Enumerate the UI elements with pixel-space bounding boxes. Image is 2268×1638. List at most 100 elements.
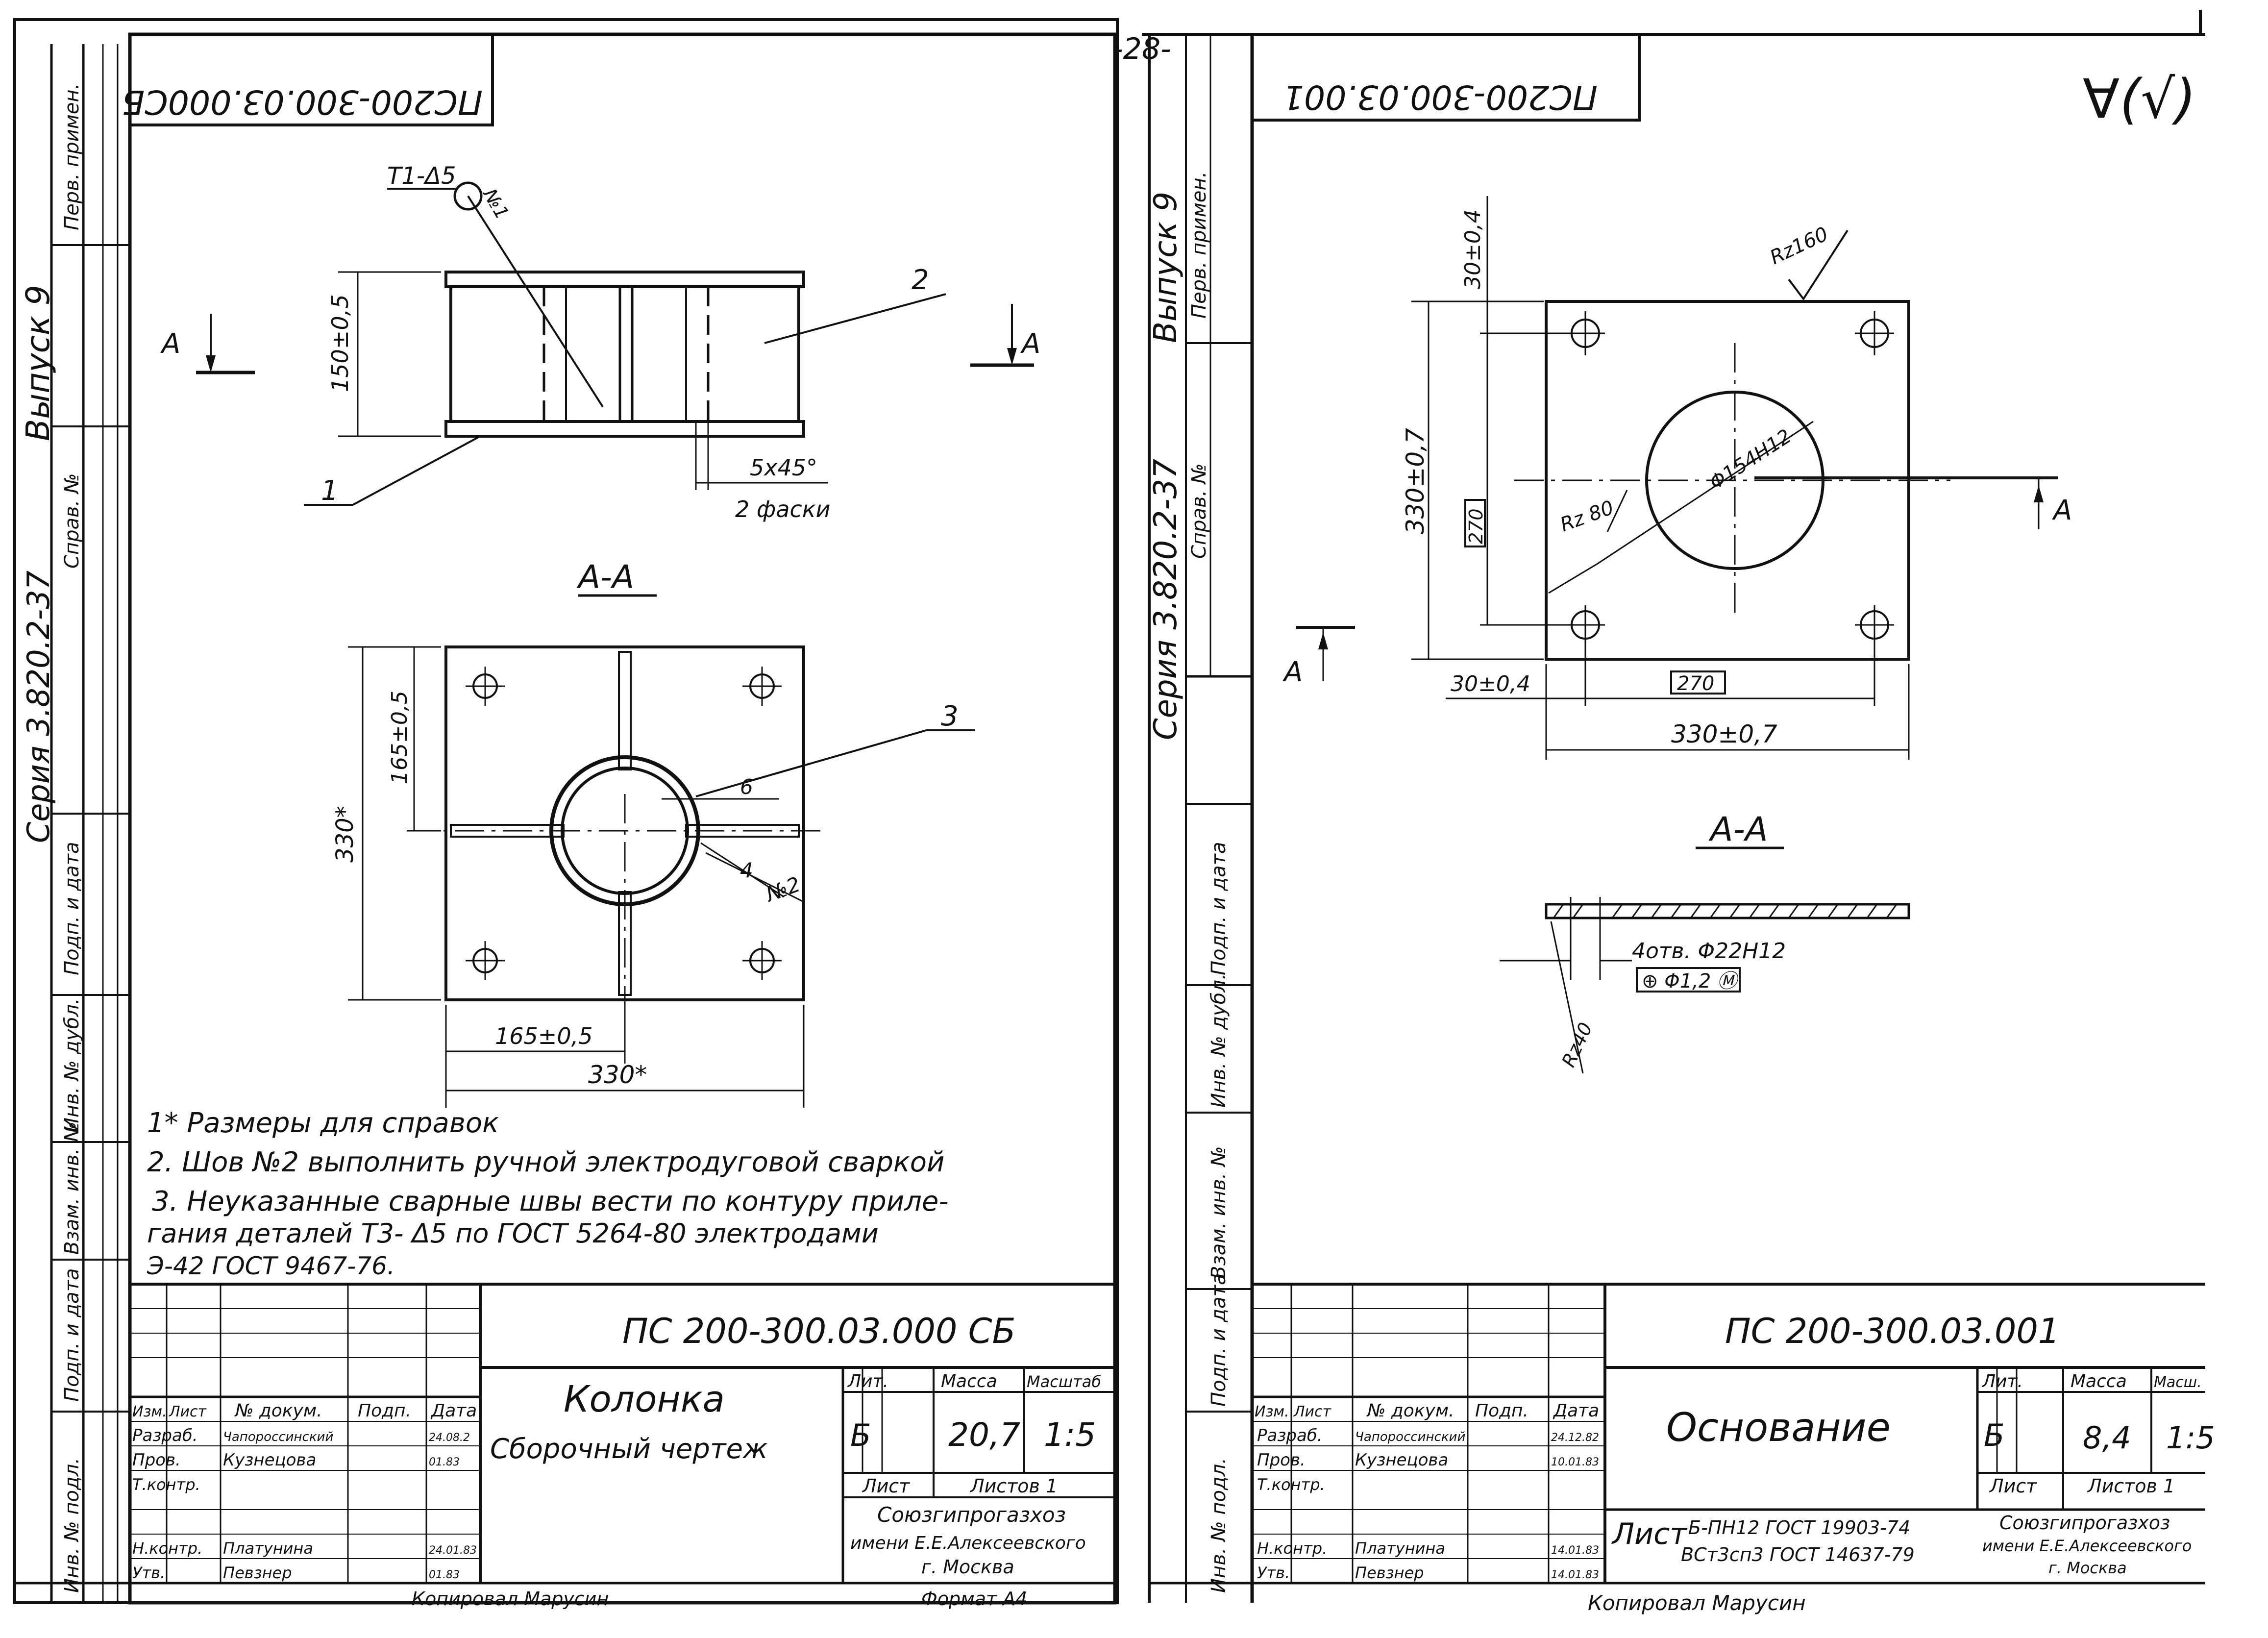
right-col-izm: Изм. [1255,1403,1289,1420]
right-copied-by: Копировал Марусин [1588,1591,1806,1615]
section-mark-a-left: А [160,328,180,360]
note-2: 2. Шов №2 выполнить ручной электродугово… [147,1146,944,1178]
right-scale-value: 1:5 [2166,1420,2215,1456]
left-row-role-0: Разраб. [132,1426,198,1445]
dim-width: 330±0,7 [1671,720,1777,748]
left-inv-orig-label: Инв. № подл. [61,1458,83,1593]
right-row-name-0: Чапороссинский [1355,1430,1465,1444]
rz-top: Rz160 [1767,223,1832,269]
left-doc-type: Сборочный чертеж [490,1433,767,1465]
left-issue-label: Выпуск 9 [19,285,57,441]
right-mass-label: Масса [2071,1371,2127,1391]
left-col-izm: Изм. [132,1403,167,1420]
weld-symbol-t1: Т1-Δ5 [387,162,456,190]
right-col-sign: Подп. [1475,1401,1528,1421]
left-lit-label: Лит. [847,1371,888,1391]
right-sign-date2-label: Подп. и дата [1208,1273,1230,1407]
left-row-date-4: 24.01.83 [429,1544,477,1557]
right-col-list: Лист [1293,1403,1332,1420]
assembly-section-view: 3 6 4 №2 165±0,5 330* 165±0,5 330* [331,645,975,1108]
callout-part-3: 3 [941,700,959,732]
rz-bottom: Rz40 [1557,1019,1597,1070]
callout-part-1: 1 [321,475,339,507]
dim-left-offset: 30±0,4 [1451,671,1530,696]
right-row-role-4: Утв. [1257,1564,1290,1582]
right-mass-value: 8,4 [2083,1420,2131,1456]
left-col-doc: № докум. [234,1401,322,1421]
left-sign-date2-label: Подп. и дата [61,1268,83,1402]
assembly-front-view: 150±0,5 Т1-Δ5 №1 2 1 А А [160,162,1040,522]
right-replace-inv-label: Взам. инв. № [1208,1146,1230,1279]
dim-full-v-330: 330* [331,806,359,863]
right-designation: ПС 200-300.03.001 [1725,1311,2060,1351]
right-row-name-4: Певзнер [1355,1564,1424,1582]
right-material-2: ВСт3сп3 ГОСТ 14637-79 [1681,1544,1915,1565]
left-row-role-5: Утв. [132,1564,165,1582]
left-row-role-4: Н.контр. [132,1539,202,1558]
note-3b: гания деталей Т3- Δ5 по ГОСТ 5264-80 эле… [147,1218,879,1249]
left-row-role-2: Т.контр. [132,1475,200,1494]
callout-weld-2: №2 [762,872,804,907]
note-3c: Э-42 ГОСТ 9467-76. [147,1252,395,1280]
right-row-role-2: Т.контр. [1257,1475,1325,1494]
right-ref-no-label: Справ. № [1188,463,1210,559]
right-title-block: Изм. Лист № докум. Подп. Дата Разраб. Ча… [1149,1283,2215,1615]
dim-half-v-165: 165±0,5 [387,691,412,784]
right-org-1: Союзгипрогазхоз [1999,1512,2170,1534]
right-org-3: г. Москва [2048,1559,2127,1577]
dim-inner-v: 270 [1465,508,1487,544]
left-replace-inv-label: Взам. инв. № [61,1121,83,1255]
dim-half-h-165: 165±0,5 [495,1023,593,1049]
right-row-role-3: Н.контр. [1257,1539,1327,1558]
left-org-2: имени Е.Е.Алексеевского [850,1533,1086,1553]
right-sheet: Выпуск 9 Серия 3.820.2-37 Перв. примен. … [1142,10,2215,1615]
position-tolerance: ⊕ Φ1,2 Ⓜ [1642,970,1740,993]
right-row-date-4: 14.01.83 [1551,1569,1599,1581]
right-scale-label: Масш. [2154,1374,2202,1391]
right-row-role-1: Пров. [1257,1450,1306,1470]
roughness-general: ∀(√) [2083,68,2196,130]
right-org-2: имени Е.Е.Алексеевского [1982,1537,2192,1555]
left-org-3: г. Москва [921,1556,1014,1578]
right-lit-label: Лит. [1981,1371,2023,1391]
callout-part-6: 6 [740,775,753,799]
assembly-notes: 1* Размеры для справок 2. Шов №2 выполни… [147,1107,949,1280]
callout-part-2: 2 [912,264,929,296]
left-part-name: Колонка [564,1378,725,1420]
left-section-title: А-А [576,558,634,596]
right-sign-date-label: Подп. и дата [1208,842,1230,975]
right-first-use-label: Перв. примен. [1188,172,1210,319]
left-title-block: Изм. Лист № докум. Подп. Дата Разраб. Ча… [15,1283,1115,1610]
right-col-doc: № докум. [1366,1401,1454,1421]
left-row-name-4: Платунина [223,1539,313,1558]
right-issue-label: Выпуск 9 [1148,192,1184,343]
right-row-date-3: 14.01.83 [1551,1544,1599,1557]
left-row-date-0: 24.08.2 [429,1432,470,1444]
left-sheet-label: Лист [862,1475,911,1497]
callout-part-4: 4 [740,858,753,882]
right-row-date-1: 10.01.83 [1551,1456,1599,1468]
left-org-1: Союзгипрогазхоз [877,1503,1066,1527]
right-section-title: А-А [1708,810,1768,849]
mounting-holes [1480,311,1894,645]
dim-hole-dia: Φ154Н12 [1705,425,1795,494]
left-series-label: Серия 3.820.2-37 [21,571,56,843]
right-sheet-label: Лист [1989,1475,2038,1497]
left-scale-value: 1:5 [1044,1416,1096,1454]
left-mass-label: Масса [941,1371,997,1391]
note-1: 1* Размеры для справок [147,1107,499,1139]
right-series-label: Серия 3.820.2-37 [1148,459,1184,740]
left-sheets-label: Листов 1 [969,1475,1058,1497]
left-row-name-5: Певзнер [223,1564,292,1582]
left-top-stamp: ПС200-300.03.000СБ [122,82,483,121]
left-designation: ПС 200-300.03.000 СБ [622,1311,1016,1351]
left-ref-no-label: Справ. № [61,473,83,569]
base-plate-section: 4отв. Φ22Н12 ⊕ Φ1,2 Ⓜ Rz40 [1500,897,1910,1074]
right-lit-value: Б [1984,1417,2005,1453]
left-col-sign: Подп. [358,1401,411,1421]
dim-height-150: 150±0,5 [327,295,353,393]
section-mark-a-right: А [1020,328,1040,360]
right-top-stamp: ПС200-300.03.001 [1283,77,1598,116]
section-mark-right-a: А [2052,495,2072,526]
